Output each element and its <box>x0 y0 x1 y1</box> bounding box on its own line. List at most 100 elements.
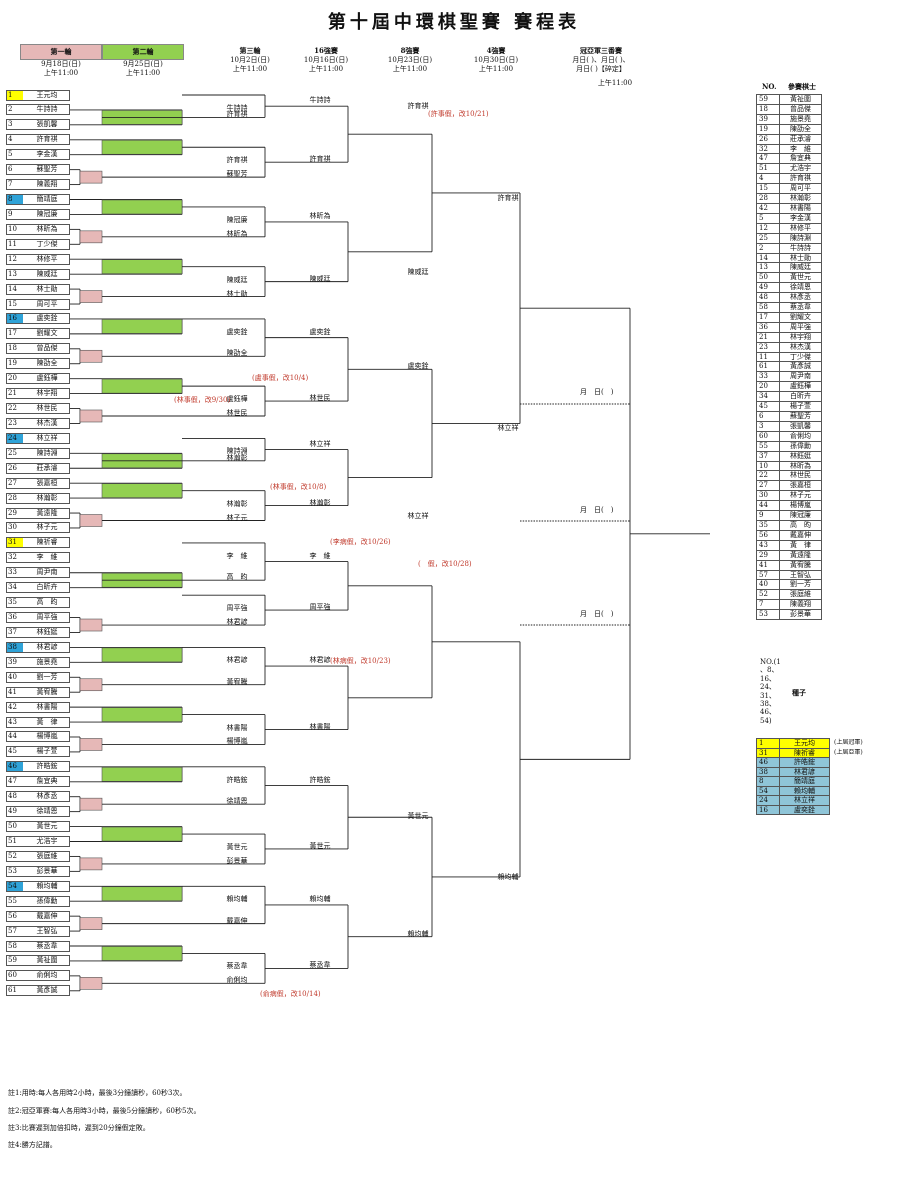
round3-winner: 蘇聖芳 <box>226 170 248 179</box>
player-number: 41 <box>8 687 17 696</box>
match-box <box>101 707 183 722</box>
round3-winner: 賴均輔 <box>226 895 248 904</box>
round3-winner: 黃宥騰 <box>226 677 248 686</box>
sf-winner: 林立祥 <box>497 424 519 433</box>
seed-no: 46 <box>756 757 780 768</box>
match-box <box>79 977 103 990</box>
participant-no: 17 <box>756 311 780 323</box>
participant-no: 22 <box>756 470 780 482</box>
seed-note: (上屆亞軍) <box>834 749 863 756</box>
participant-no: 25 <box>756 232 780 244</box>
player-number: 46 <box>7 762 23 772</box>
player-name: 周尹南 <box>36 568 58 577</box>
match-box <box>101 483 183 498</box>
match-box <box>79 618 103 632</box>
seed-name: 林立祥 <box>779 795 830 806</box>
player-number: 32 <box>8 553 17 562</box>
player-name: 盧奕銓 <box>36 314 58 323</box>
participant-name: 黃遠隆 <box>779 549 822 561</box>
player-name: 盧鈺樺 <box>36 374 58 383</box>
player-name: 李金漢 <box>36 150 58 159</box>
player-name: 白昕卉 <box>36 583 58 592</box>
participant-no: 30 <box>756 490 780 502</box>
player-number: 31 <box>7 538 23 548</box>
player-name: 黃祉圍 <box>36 956 58 965</box>
player-name: 黃遠隆 <box>36 508 58 517</box>
r16-winner: 林立祥 <box>309 439 331 448</box>
round3-winner: 林君諺 <box>226 618 248 626</box>
qf-winner: 盧奕銓 <box>407 362 429 371</box>
round3-winner: 牛詩詩 <box>226 104 248 112</box>
participant-name: 陳劭全 <box>779 123 822 135</box>
r16-winner: 林書陽 <box>309 722 331 731</box>
player-name: 陳詩淵 <box>36 448 58 457</box>
round2-header: 第二輪 <box>102 44 184 60</box>
player-number: 30 <box>8 523 17 532</box>
match-box <box>101 886 183 902</box>
match-box <box>101 647 183 663</box>
participant-name: 牛詩詩 <box>779 242 822 254</box>
participant-name: 丁少傑 <box>779 351 822 363</box>
player-number: 19 <box>8 359 17 368</box>
qf-winner: 許育祺 <box>407 101 429 110</box>
participant-no: 50 <box>756 272 780 284</box>
round3-winner: 黃世元 <box>226 843 248 852</box>
player-name: 黃 律 <box>36 717 58 726</box>
player-name: 彭景華 <box>36 866 58 875</box>
player-name: 陳威廷 <box>36 269 58 278</box>
participant-no: 29 <box>756 549 780 561</box>
participant-name: 黃祉圍 <box>779 94 822 105</box>
final-slot: 月 日( ) <box>580 388 614 396</box>
player-number: 47 <box>8 777 17 786</box>
participant-no: 2 <box>756 242 780 254</box>
player-number: 60 <box>8 971 17 980</box>
match-box <box>79 170 103 184</box>
participant-name: 俞俐均 <box>779 430 822 442</box>
player-name: 林瀚彰 <box>36 493 58 502</box>
participant-no: 12 <box>756 222 780 234</box>
r16-winner: 黃世元 <box>309 841 331 850</box>
participant-no: 5 <box>756 212 780 224</box>
match-box <box>79 797 103 811</box>
r16-winner: 盧奕銓 <box>309 327 331 336</box>
participant-name: 盧鈺樺 <box>779 381 822 393</box>
player-name: 林杰漢 <box>36 418 58 427</box>
player-name: 戴嘉伸 <box>36 911 58 920</box>
participant-no: 23 <box>756 341 780 353</box>
seed-name: 陳祈睿 <box>779 747 830 758</box>
participant-name: 林修平 <box>779 222 822 234</box>
player-name: 林立祥 <box>36 433 58 442</box>
participant-no: 11 <box>756 351 780 363</box>
participant-name: 周可平 <box>779 183 822 195</box>
seed-legend: NO.(1、8、16、24、31、38、46、54) <box>760 658 781 725</box>
player-number: 15 <box>8 299 17 308</box>
